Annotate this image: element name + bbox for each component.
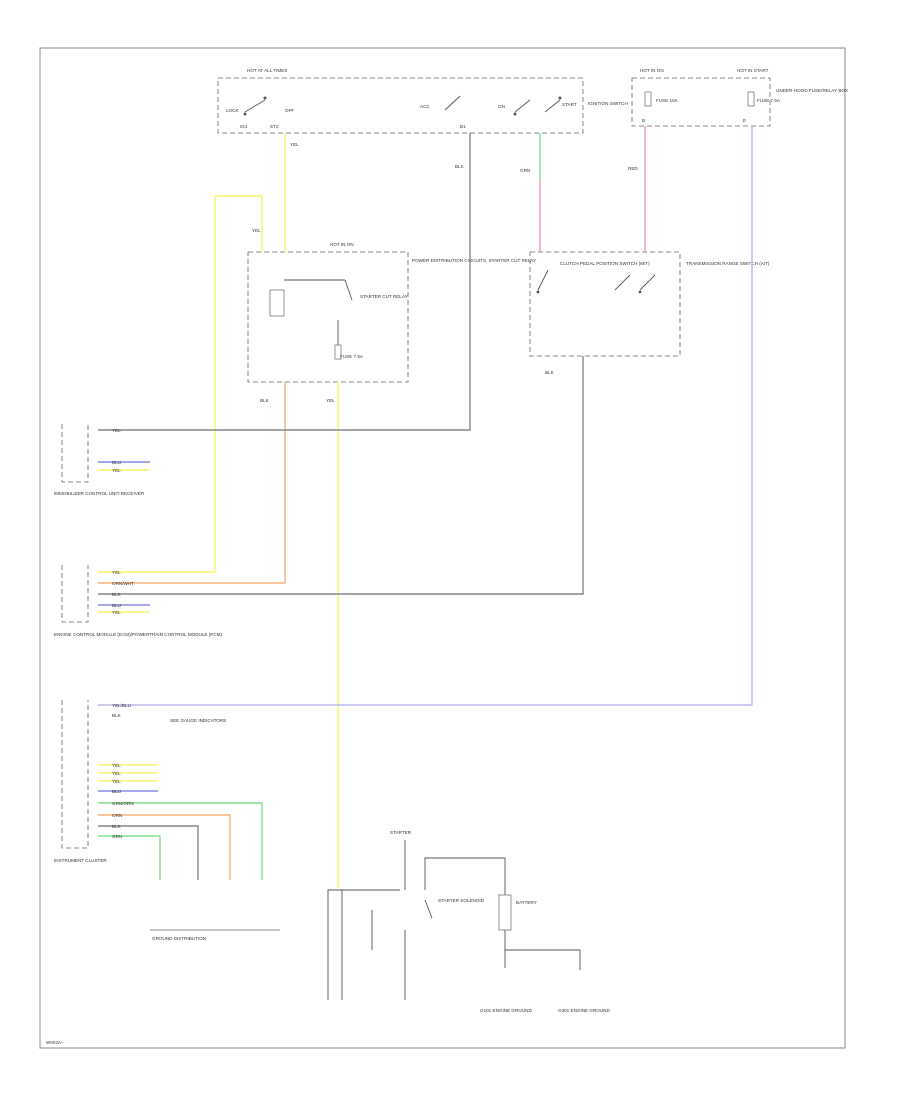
wire-clutch-blk — [98, 356, 584, 595]
pgm-label: POWER DISTRIBUTION CIRCUITS, STARTER CUT… — [412, 258, 536, 263]
ecm-pcm: ENGINE CONTROL MODULE (ECM)/POWERTRAIN C… — [54, 565, 222, 637]
wire-fuse-lav — [98, 126, 753, 706]
fuse-left-label: FUSE 10A — [656, 98, 679, 103]
fuse-term-left: B — [642, 118, 645, 123]
fuse-term-right: E — [743, 118, 746, 123]
ecm-label: ENGINE CONTROL MODULE (ECM)/POWERTRAIN C… — [54, 632, 222, 637]
relay-label: STARTER CUT RELAY — [360, 294, 408, 299]
wire-b1-blk — [98, 133, 471, 431]
fuse-box-label: UNDER-HOOD FUSE/RELAY BOX — [776, 88, 848, 93]
immob-row2: BLU — [112, 460, 121, 465]
clutch-switch-label: CLUTCH PEDAL POSITION SWITCH (M/T) — [560, 261, 650, 266]
pgm-fi-relay-box: HOT IN ON POWER DISTRIBUTION CIRCUITS, S… — [247, 242, 536, 403]
immob-label: IMMOBILIZER CONTROL UNIT-RECEIVER — [54, 491, 145, 496]
ign-st-yel-label: YEL — [290, 142, 299, 147]
wire-cl-r10 — [98, 835, 161, 880]
wires — [98, 126, 753, 888]
pgm-fuse-label: FUSE 7.5A — [340, 354, 364, 359]
wire-ecm-orn — [98, 382, 286, 584]
instrument-cluster: INSTRUMENT CLUSTER SEE GAUGE INDICATORS … — [54, 700, 280, 941]
ign-b1-blk-label: BLK — [455, 164, 465, 169]
ign-red-label: RED — [628, 166, 638, 171]
cluster-note: SEE GAUGE INDICATORS — [170, 718, 226, 723]
cluster-row6: BLU — [112, 789, 121, 794]
pgm-out-right-label: YEL — [326, 398, 335, 403]
term-b1: B1 — [460, 124, 466, 129]
footer-code: W003A- — [46, 1040, 63, 1045]
immob-row1: YEL — [112, 428, 121, 433]
fuse-right-label: FUSE 7.5A — [757, 98, 781, 103]
fuse-header-left: HOT IN ON — [640, 68, 664, 73]
cluster-row7: GRN/ORN — [112, 801, 134, 806]
term-ig1: IG1 — [240, 124, 248, 129]
cluster-row10: GRN — [112, 834, 122, 839]
trans-range-label: TRANSMISSION RANGE SWITCH (A/T) — [686, 261, 770, 266]
pos-lock: LOCK — [226, 108, 239, 113]
pgm-out-left-label: BLK — [260, 398, 270, 403]
cluster-row9: BLK — [112, 824, 122, 829]
cluster-row1: YEL/BLU — [112, 703, 131, 708]
wire-cl-r9 — [98, 825, 199, 880]
ecm-row1: YEL — [112, 570, 121, 575]
ign-ig1-yel-label: YEL — [252, 228, 261, 233]
starter-note-right: G301 ENGINE GROUND — [558, 1008, 611, 1013]
starter-label: STARTER — [390, 830, 412, 835]
pos-start: START — [562, 102, 577, 107]
pgm-header: HOT IN ON — [330, 242, 354, 247]
pos-on: ON — [498, 104, 505, 109]
fuse-header-right: HOT IN START — [737, 68, 769, 73]
starter-assembly: STARTER STARTER SOLENOID BATTERY G101 EN… — [327, 830, 611, 1013]
pos-off: OFF — [285, 108, 294, 113]
ecm-row3: BLK — [112, 592, 122, 597]
immob-row3: YEL — [112, 468, 121, 473]
cluster-row4: YEL — [112, 771, 121, 776]
wire-ecm-yel — [98, 195, 263, 573]
clutch-out-label: BLK — [545, 370, 555, 375]
cluster-row8: ORN — [112, 813, 122, 818]
starter-note-left: G101 ENGINE GROUND — [480, 1008, 533, 1013]
ground-note: GROUND DISTRIBUTION — [152, 936, 206, 941]
ign-grn-label: GRN — [520, 168, 530, 173]
battery-label: BATTERY — [516, 900, 537, 905]
term-st2: ST2 — [270, 124, 279, 129]
ignition-switch: HOT AT ALL TIMES IGNITION SWITCH LOCK OF… — [217, 68, 628, 134]
pos-acc: ACC — [420, 104, 430, 109]
cluster-label: INSTRUMENT CLUSTER — [54, 858, 107, 863]
switch-box: CLUTCH PEDAL POSITION SWITCH (M/T) TRANS… — [529, 251, 770, 375]
diagram-frame — [39, 47, 846, 1049]
ecm-row5: YEL — [112, 610, 121, 615]
immobilizer-unit: IMMOBILIZER CONTROL UNIT-RECEIVER YEL BL… — [54, 424, 145, 496]
solenoid-label: STARTER SOLENOID — [438, 898, 485, 903]
underhood-fuse-box: HOT IN ON HOT IN START UNDER-HOOD FUSE/R… — [631, 68, 848, 127]
cluster-row3: YEL — [112, 763, 121, 768]
ignition-header: HOT AT ALL TIMES — [247, 68, 287, 73]
cluster-row2: BLK — [112, 713, 122, 718]
ecm-row2: ORN/WHT — [112, 581, 134, 586]
ignition-switch-label: IGNITION SWITCH — [588, 101, 628, 106]
ecm-row4: BLU — [112, 603, 121, 608]
wire-cl-r7 — [98, 802, 263, 880]
wire-cl-r8 — [98, 814, 231, 880]
cluster-row5: YEL — [112, 779, 121, 784]
